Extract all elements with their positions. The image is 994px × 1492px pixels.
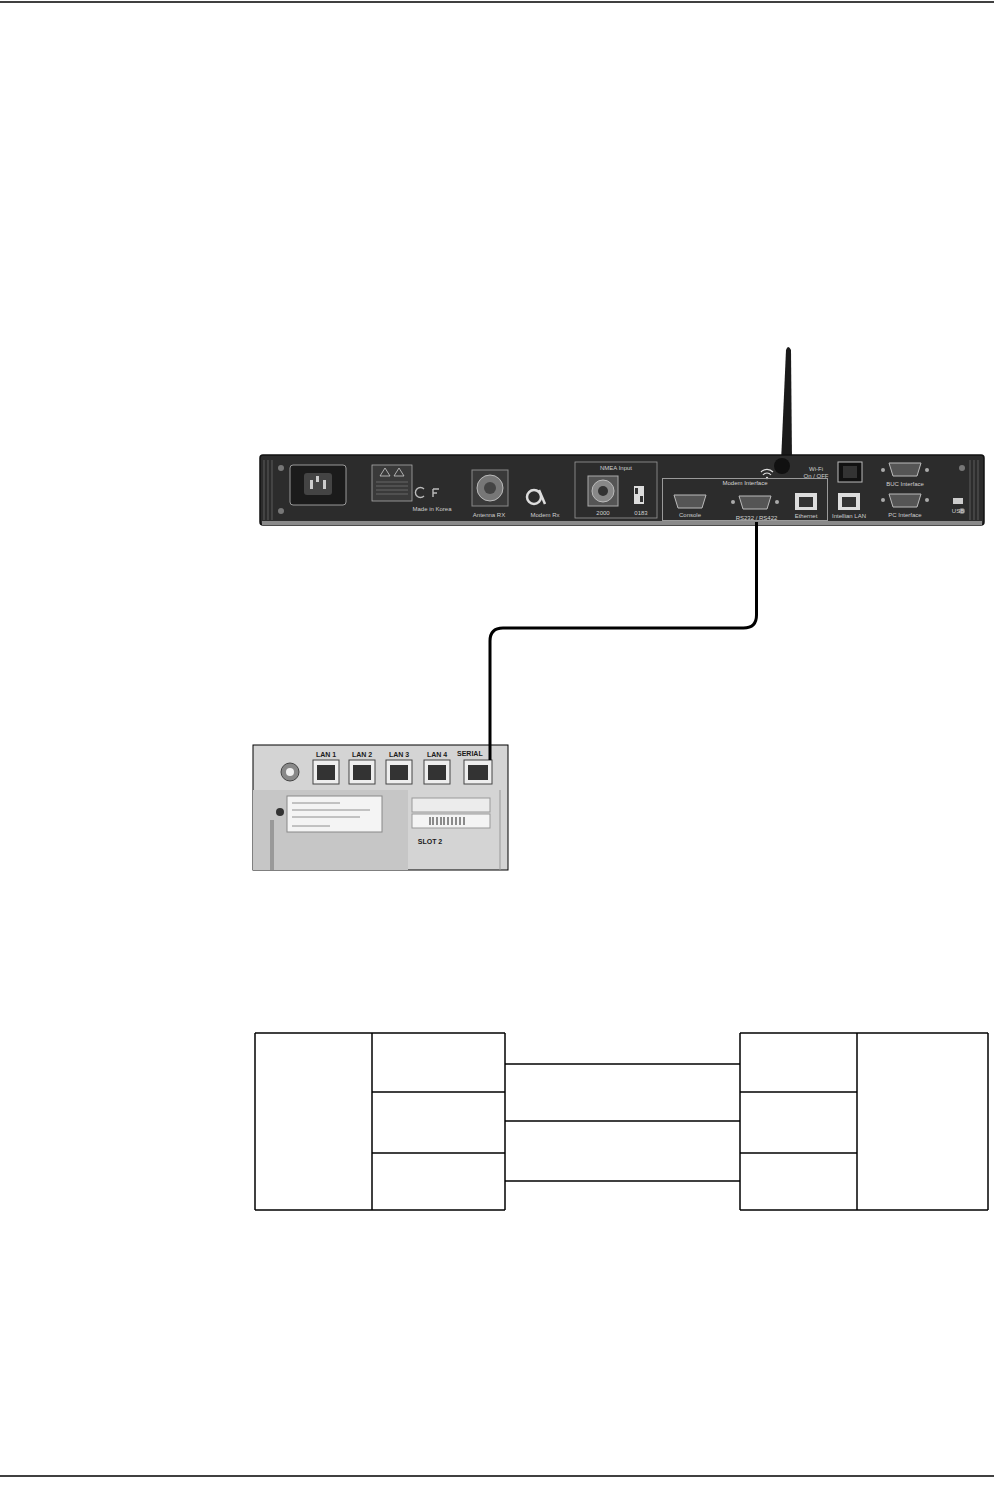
panel-label: Antenna RX <box>473 512 505 518</box>
panel-label: 0183 <box>634 510 647 516</box>
serial-cable <box>490 522 757 760</box>
panel-label: USB <box>952 508 964 514</box>
panel-label: Made in Korea <box>412 506 451 512</box>
panel-label: SLOT 2 <box>418 838 443 845</box>
rs232-port: RS232 / RS422 <box>734 493 780 522</box>
panel-label: Modem Rx <box>530 512 559 518</box>
panel-label: PC Interface <box>888 512 921 518</box>
panel-label: On / OFF <box>803 473 828 479</box>
panel-label: Wi-Fi <box>809 466 823 472</box>
panel-label: Console <box>679 512 701 518</box>
panel-label: Ethernet <box>795 513 818 519</box>
top-rule <box>0 1 994 3</box>
acu-rear-panel <box>260 455 984 525</box>
port-label: SERIAL <box>457 750 483 757</box>
panel-label: NMEA Input <box>600 465 632 471</box>
panel-label: LAN 4 <box>427 751 447 758</box>
panel-label: BUC Interface <box>886 481 924 487</box>
serial-port: SERIAL <box>463 760 493 785</box>
port-label: Modem Interface <box>722 480 767 486</box>
wifi-antenna <box>781 347 792 462</box>
pinout-table <box>255 1033 988 1210</box>
panel-label: Intellian LAN <box>832 513 866 519</box>
panel-label: LAN 2 <box>352 751 372 758</box>
port-label: RS232 / RS422 <box>736 515 778 521</box>
panel-label: 2000 <box>596 510 609 516</box>
bottom-rule <box>0 1475 994 1477</box>
panel-label: LAN 1 <box>316 751 336 758</box>
panel-label: LAN 3 <box>389 751 409 758</box>
modem-panel <box>253 745 508 870</box>
